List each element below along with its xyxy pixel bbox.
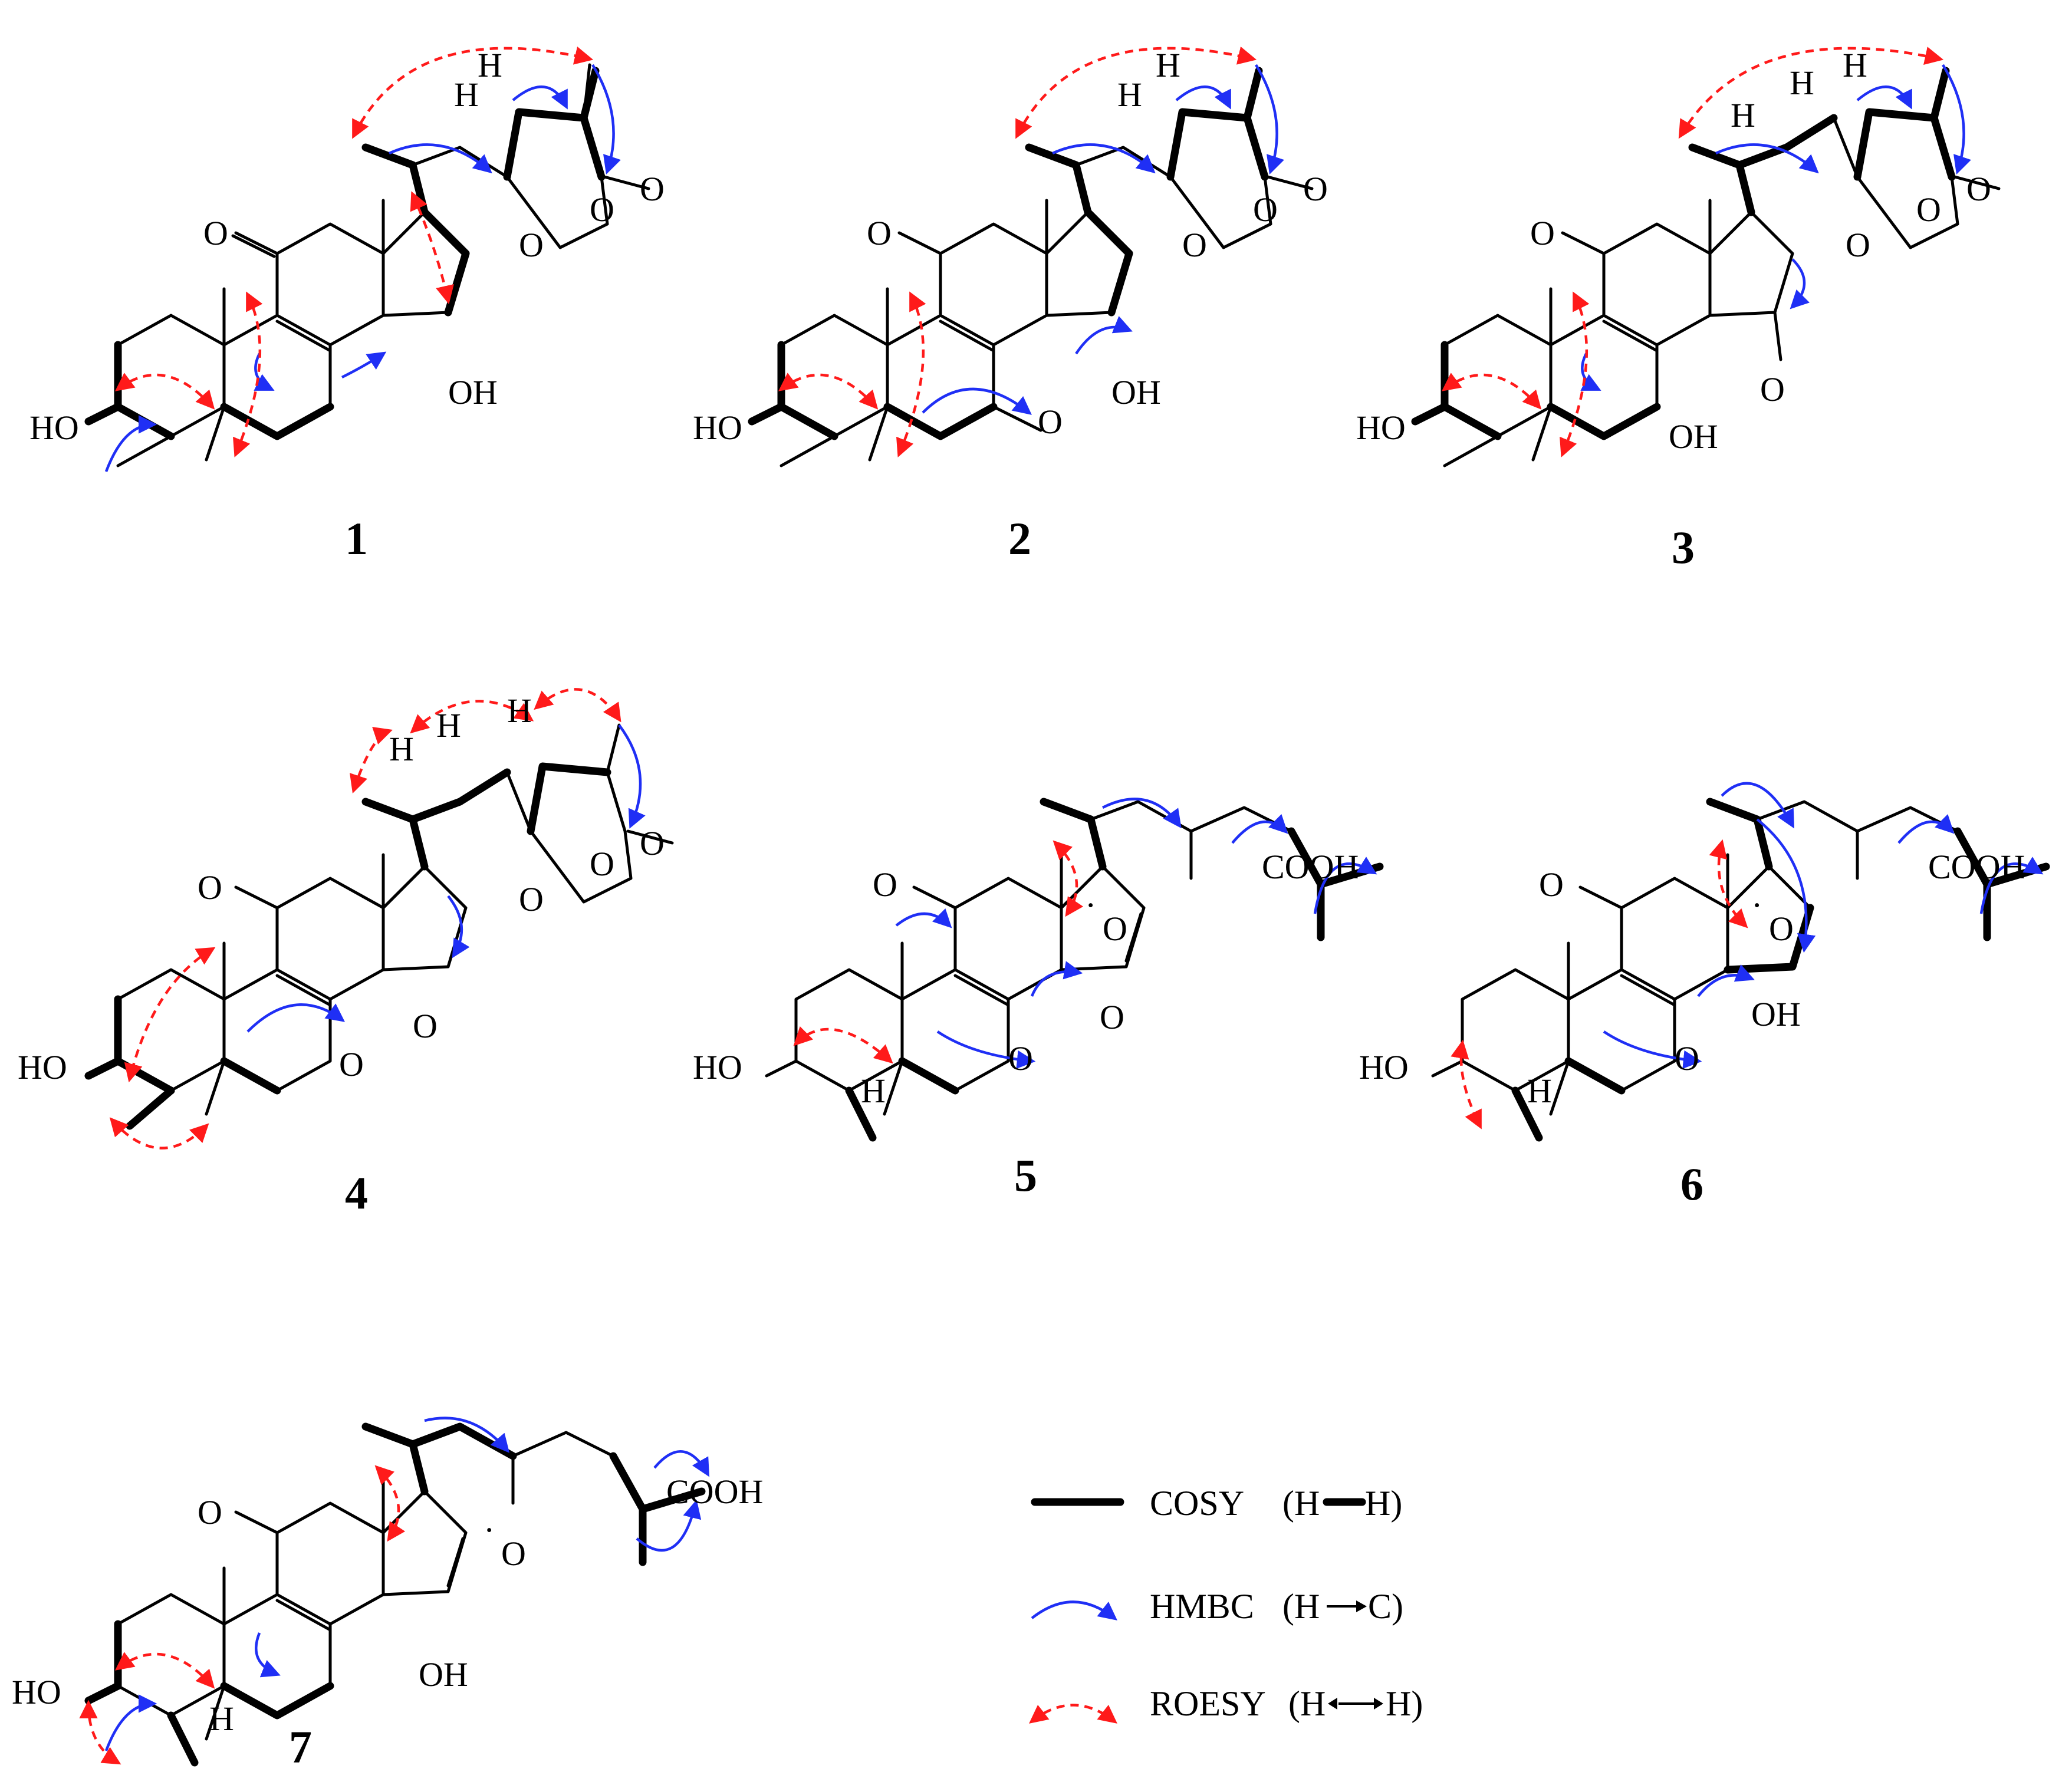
compound-3-label: 3: [1672, 522, 1695, 573]
c1-hmbc-3: [591, 64, 621, 174]
c4-ketone-o: O: [198, 868, 222, 907]
compound-7-label: 7: [289, 1721, 312, 1772]
c7-cooh: COOH: [666, 1473, 763, 1511]
c3-lactone-o: O: [1916, 190, 1941, 229]
c7-ketone-o: O: [198, 1493, 222, 1531]
c6-side-ketone-o: O: [1769, 910, 1794, 948]
c7-h5: H: [209, 1699, 234, 1738]
c2-ketone7-o: O: [1038, 403, 1063, 441]
c3-ketone15-o: O: [1760, 370, 1785, 409]
c1-hmbc-6: [104, 415, 157, 472]
compound-6-structure: [1431, 782, 2050, 1142]
compound-7-structure: [79, 1417, 710, 1767]
c4-h-c: H: [507, 691, 532, 730]
legend-cosy-pair: (H: [1282, 1484, 1320, 1523]
c1-ho: HO: [29, 409, 79, 447]
c4-ketone7-o: O: [339, 1045, 364, 1083]
c4-lactone-co: O: [640, 824, 665, 862]
c7-side-ketone-o: O: [501, 1534, 526, 1573]
c3-h-b: H: [1790, 64, 1814, 102]
c1-epoxy-o: O: [519, 226, 544, 264]
legend-cosy-pair-end: H): [1365, 1484, 1402, 1523]
c2-lactone-o: O: [1253, 190, 1278, 229]
c5-h5: H: [861, 1072, 886, 1110]
c4-epoxy-o: O: [519, 880, 544, 918]
c1-ketone-o: O: [203, 214, 228, 252]
c7-oh: OH: [419, 1655, 468, 1694]
c5-ketone-o: O: [873, 865, 897, 904]
c1-hmbc-1: [389, 143, 492, 174]
c1-lactone-co: O: [640, 170, 665, 208]
compound-3-structure: [1411, 47, 2001, 467]
compound-2-label: 2: [1008, 513, 1031, 564]
legend-roesy-name: ROESY: [1150, 1684, 1266, 1723]
c3-oh: OH: [1669, 417, 1718, 456]
legend-hmbc-pair: (H: [1282, 1587, 1320, 1626]
legend: COSY (H H) HMBC (H C) ROESY (H H): [1029, 1484, 1423, 1724]
compound-4-structure: [84, 688, 674, 1150]
compound-2-structure: [748, 46, 1314, 467]
c5-ketone15-o: O: [1100, 998, 1124, 1036]
legend-roesy-pair: (H: [1288, 1684, 1326, 1723]
c5-side-ketone-o: O: [1103, 910, 1127, 948]
legend-cosy-name: COSY: [1150, 1484, 1244, 1523]
c4-h-a: H: [389, 730, 414, 768]
c2-oh: OH: [1111, 373, 1161, 411]
c6-ho: HO: [1359, 1048, 1409, 1086]
c1-roesy-1: [352, 46, 594, 139]
c1-roesy-2: [114, 373, 215, 410]
c7-dot: ·: [484, 1511, 495, 1549]
c2-lactone-co: O: [1303, 170, 1328, 208]
legend-roesy-pair-end: H): [1386, 1684, 1423, 1723]
c5-cooh: COOH: [1262, 848, 1359, 886]
legend-hmbc-arrow: [1031, 1600, 1117, 1621]
c6-oh: OH: [1751, 995, 1801, 1033]
c3-epoxy-o: O: [1846, 226, 1870, 264]
c1-h-b: H: [478, 46, 502, 84]
c2-epoxy-o: O: [1182, 226, 1207, 264]
c7-ho: HO: [12, 1673, 61, 1711]
c1-lactone-o: O: [590, 190, 614, 229]
c2-ketone-o: O: [867, 214, 892, 252]
c1-roesy-4: [410, 191, 454, 305]
compound-4-label: 4: [345, 1167, 368, 1218]
compound-5-label: 5: [1014, 1150, 1037, 1201]
c4-h-b: H: [436, 706, 461, 745]
c3-h-a: H: [1731, 96, 1755, 134]
c3-lactone-co: O: [1966, 170, 1991, 208]
c6-ketone-o: O: [1539, 865, 1564, 904]
c6-h5: H: [1527, 1072, 1552, 1110]
compound-1-label: 1: [345, 513, 368, 564]
compound-6-label: 6: [1680, 1158, 1703, 1210]
c2-h-b: H: [1156, 46, 1180, 84]
c3-h-c: H: [1843, 46, 1867, 84]
c1-roesy-3: [233, 291, 263, 457]
legend-hmbc-pair-end: C): [1368, 1587, 1403, 1626]
legend-roesy-arrow: [1029, 1704, 1117, 1724]
c1-hmbc-2: [512, 85, 568, 110]
c3-ketone-o: O: [1530, 214, 1555, 252]
compound-1-structure: [84, 63, 650, 467]
c5-dot: ·: [1085, 886, 1096, 924]
c1-hmbc-5: [341, 351, 387, 379]
c6-ketone7-o: O: [1675, 1039, 1699, 1078]
c4-ho: HO: [18, 1048, 67, 1086]
c2-ho: HO: [693, 409, 742, 447]
c5-ketone7-o: O: [1008, 1039, 1033, 1078]
compound-5-structure: [765, 798, 1384, 1142]
c3-ho: HO: [1356, 409, 1406, 447]
c1-oh: OH: [448, 373, 498, 411]
c1-h-a: H: [454, 75, 479, 114]
c4-lactone-o: O: [590, 845, 614, 883]
legend-hmbc-name: HMBC: [1150, 1587, 1254, 1626]
c5-ho: HO: [693, 1048, 742, 1086]
c6-cooh: COOH: [1928, 848, 2025, 886]
c4-ketone15-o: O: [413, 1007, 438, 1045]
c2-h: H: [1117, 75, 1142, 114]
c6-dot: ·: [1751, 886, 1762, 924]
